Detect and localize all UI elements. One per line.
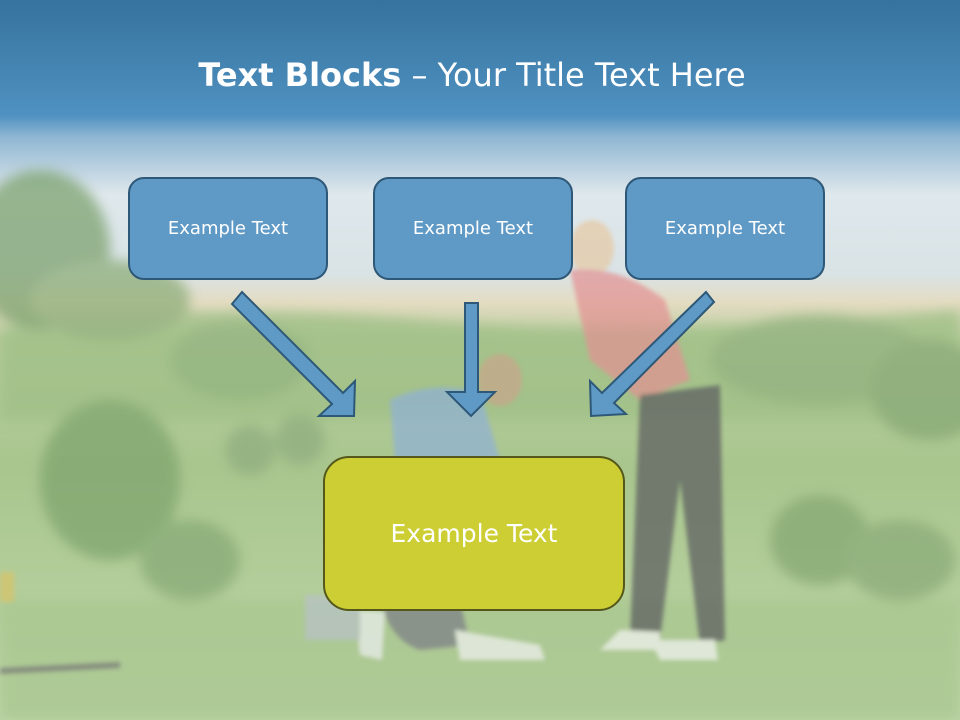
title-dash: – — [401, 56, 438, 94]
text-block-left-label: Example Text — [167, 218, 289, 239]
text-block-left[interactable]: Example Text — [128, 177, 328, 280]
text-block-main[interactable]: Example Text — [323, 456, 625, 611]
slide-title: Text Blocks – Your Title Text Here — [0, 54, 944, 96]
text-block-center[interactable]: Example Text — [373, 177, 573, 280]
text-block-center-label: Example Text — [412, 218, 534, 239]
arrow-right-icon — [588, 290, 716, 418]
title-bold-part: Text Blocks — [198, 56, 402, 94]
text-block-right-label: Example Text — [664, 218, 786, 239]
title-rest: Your Title Text Here — [437, 56, 746, 94]
arrow-left-icon — [230, 290, 357, 417]
text-block-right[interactable]: Example Text — [625, 177, 825, 280]
arrow-center-icon — [444, 302, 498, 418]
text-block-main-label: Example Text — [390, 519, 558, 548]
